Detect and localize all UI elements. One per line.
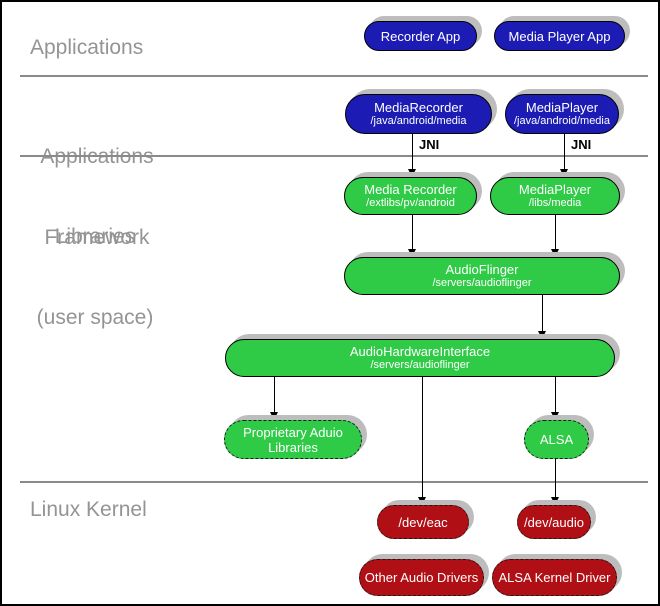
alsa-to-dev-audio-line xyxy=(555,459,556,497)
section-label-linux-kernel: Linux Kernel xyxy=(30,498,147,521)
arrowhead-to-dev-audio xyxy=(551,497,559,505)
arrowhead-to-dev-eac xyxy=(418,497,426,505)
media-recorder-lib-path: /extlibs/pv/android xyxy=(366,197,455,209)
media-recorder-framework-node: MediaRecorder /java/android/media xyxy=(345,94,492,134)
jni-label-left: JNI xyxy=(419,137,440,152)
separator-libraries-kernel xyxy=(20,481,648,483)
arrowhead-to-alsa xyxy=(551,412,559,420)
audio-hardware-interface-node: AudioHardwareInterface /servers/audiofli… xyxy=(225,339,615,377)
media-player-lib-path: /libs/media xyxy=(528,197,582,209)
media-recorder-framework-title: MediaRecorder xyxy=(374,100,463,115)
audioflinger-path: /servers/audioflinger xyxy=(432,277,532,289)
dev-audio-label: /dev/audio xyxy=(524,514,584,530)
alsa-kernel-driver-node: ALSA Kernel Driver xyxy=(492,559,617,596)
audio-hardware-interface-title: AudioHardwareInterface xyxy=(349,344,491,359)
ahi-to-alsa-line xyxy=(555,377,556,412)
ahi-to-dev-eac-line xyxy=(422,377,423,497)
media-player-lib-title: MediaPlayer xyxy=(518,182,592,197)
media-player-to-audioflinger-line xyxy=(555,215,556,249)
proprietary-audio-libraries-line2: Libraries xyxy=(268,439,318,455)
alsa-node: ALSA xyxy=(524,420,589,459)
section-label-framework-line2: Framework xyxy=(44,226,150,249)
jni-connector-left-line xyxy=(412,134,413,170)
alsa-label: ALSA xyxy=(539,432,574,447)
arrowhead-to-proprietary xyxy=(270,412,278,420)
section-label-applications: Applications xyxy=(30,36,144,59)
media-player-framework-path: /java/android/media xyxy=(513,115,610,127)
arrowhead-to-audioflinger-right xyxy=(551,249,559,257)
proprietary-audio-libraries-line1: Proprietary Aduio xyxy=(243,424,343,440)
media-recorder-to-audioflinger-line xyxy=(412,215,413,249)
other-audio-drivers-label: Other Audio Drivers xyxy=(364,570,479,585)
arrowhead-to-media-recorder-lib xyxy=(408,169,416,177)
media-player-framework-title: MediaPlayer xyxy=(525,100,599,115)
section-label-libraries-line2: (user space) xyxy=(36,306,154,329)
ahi-to-proprietary-line xyxy=(274,377,275,412)
arrowhead-to-ahi xyxy=(538,331,546,339)
dev-eac-node: /dev/eac xyxy=(377,505,469,539)
audio-hardware-interface-path: /servers/audioflinger xyxy=(370,359,470,371)
alsa-kernel-driver-label: ALSA Kernel Driver xyxy=(498,570,611,585)
separator-framework-libraries xyxy=(20,155,648,157)
media-player-lib-node: MediaPlayer /libs/media xyxy=(490,177,620,215)
arrowhead-to-media-player-lib xyxy=(560,169,568,177)
audioflinger-node: AudioFlinger /servers/audioflinger xyxy=(344,257,620,295)
jni-connector-right-line xyxy=(564,134,565,170)
dev-audio-node: /dev/audio xyxy=(517,505,591,539)
jni-label-right: JNI xyxy=(571,137,592,152)
proprietary-audio-libraries-node: Proprietary Aduio Libraries xyxy=(224,420,362,459)
audioflinger-title: AudioFlinger xyxy=(445,262,519,277)
dev-eac-label: /dev/eac xyxy=(398,514,448,530)
arrowhead-to-audioflinger-left xyxy=(408,249,416,257)
other-audio-drivers-node: Other Audio Drivers xyxy=(359,559,484,596)
recorder-app-label: Recorder App xyxy=(380,28,461,44)
separator-applications-framework xyxy=(20,75,648,77)
media-recorder-lib-node: Media Recorder /extlibs/pv/android xyxy=(344,177,477,215)
section-label-libraries-line1: Libraries xyxy=(54,225,136,248)
media-player-framework-node: MediaPlayer /java/android/media xyxy=(505,94,619,134)
media-recorder-framework-path: /java/android/media xyxy=(370,115,467,127)
media-player-app-label: Media Player App xyxy=(508,28,611,44)
recorder-app-node: Recorder App xyxy=(364,21,477,51)
media-player-app-node: Media Player App xyxy=(494,21,625,51)
media-recorder-lib-title: Media Recorder xyxy=(364,182,457,197)
audioflinger-to-ahi-line xyxy=(542,295,543,331)
